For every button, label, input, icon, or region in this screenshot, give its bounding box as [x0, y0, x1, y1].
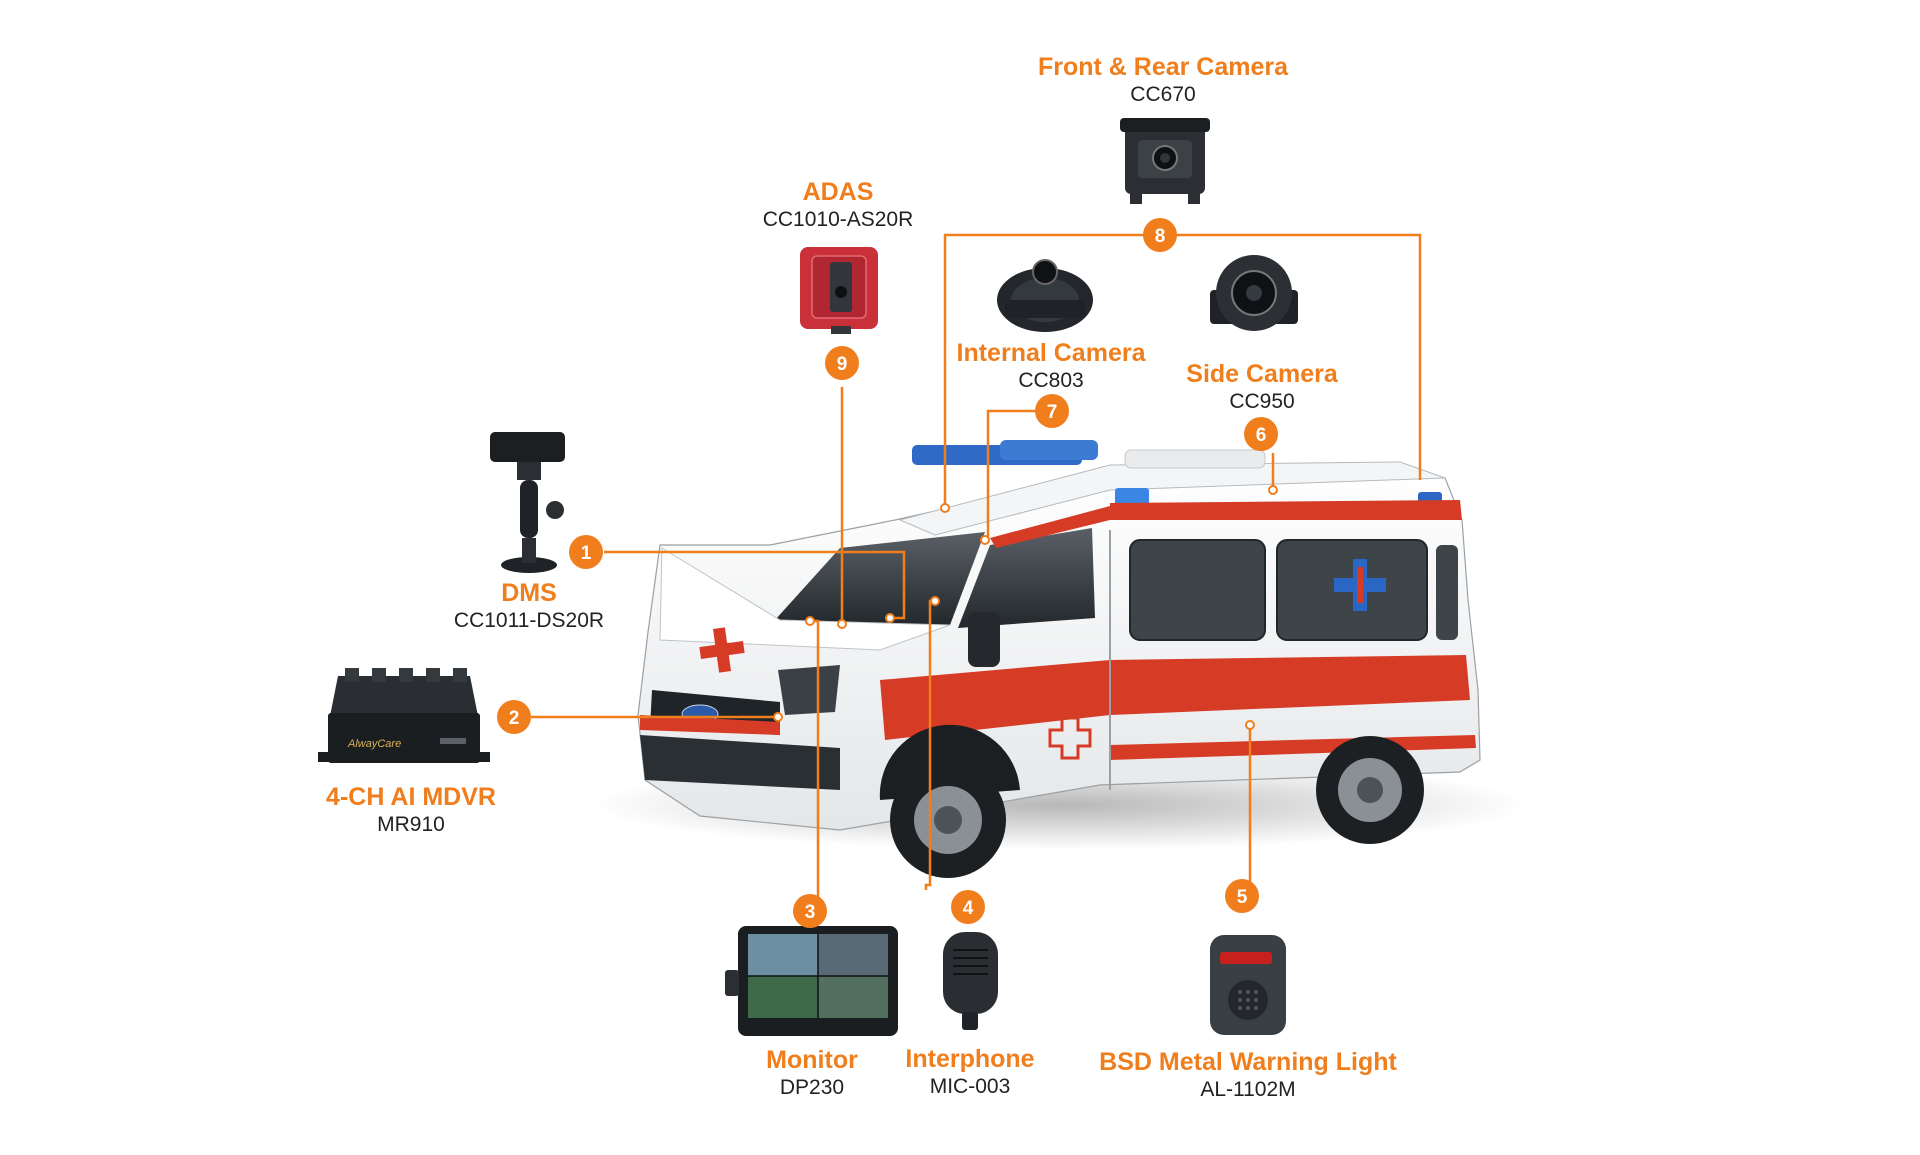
product-model: DP230	[779, 1076, 845, 1099]
product-model: CC950	[1229, 390, 1295, 413]
badge-2: 2	[497, 700, 531, 734]
ambulance-icon	[590, 440, 1530, 878]
product-model: MIC-003	[929, 1075, 1011, 1098]
badge-9: 9	[825, 346, 859, 380]
svg-text:6: 6	[1256, 425, 1267, 446]
label-warning-light: BSD Metal Warning Light AL-1102M	[1099, 1047, 1397, 1103]
product-name: BSD Metal Warning Light	[1099, 1048, 1397, 1076]
svg-text:2: 2	[509, 708, 520, 729]
label-side-camera: Side Camera CC950	[1186, 359, 1337, 415]
label-interphone: Interphone MIC-003	[905, 1044, 1034, 1100]
svg-text:8: 8	[1155, 226, 1166, 247]
mdvr-brand-text: AlwayCare	[347, 738, 401, 750]
mdvr-icon: AlwayCare	[318, 668, 490, 763]
product-model: CC1011-DS20R	[453, 609, 605, 632]
warning-light-icon	[1210, 935, 1286, 1035]
badge-8: 8	[1143, 218, 1177, 252]
product-name: Interphone	[905, 1045, 1035, 1073]
product-model: CC670	[1130, 83, 1196, 106]
badge-1: 1	[569, 535, 603, 569]
adas-camera-icon	[800, 247, 878, 334]
product-name: DMS	[501, 579, 557, 607]
dms-camera-icon	[490, 432, 565, 573]
label-monitor: Monitor DP230	[766, 1045, 858, 1101]
monitor-icon	[725, 926, 898, 1036]
badge-7: 7	[1035, 394, 1069, 428]
svg-text:1: 1	[581, 543, 592, 564]
svg-text:5: 5	[1237, 887, 1248, 908]
product-name: Front & Rear Camera	[1037, 53, 1289, 81]
microphone-icon	[943, 932, 998, 1030]
badge-3: 3	[793, 894, 827, 928]
product-model: CC803	[1018, 369, 1084, 392]
product-model: CC1010-AS20R	[762, 208, 914, 231]
product-name: 4-CH AI MDVR	[326, 783, 496, 811]
label-mdvr: 4-CH AI MDVR MR910	[326, 782, 496, 838]
svg-text:4: 4	[963, 898, 974, 919]
product-name: Side Camera	[1186, 360, 1338, 388]
product-name: Internal Camera	[956, 339, 1146, 367]
badge-4: 4	[951, 890, 985, 924]
bullet-camera-icon	[1120, 118, 1210, 204]
label-dms: DMS CC1011-DS20R	[454, 578, 604, 634]
svg-text:7: 7	[1047, 402, 1058, 423]
label-front-rear-camera: Front & Rear Camera CC670	[1038, 52, 1288, 108]
side-camera-icon	[1210, 255, 1298, 331]
number-badges: 1 2 3 4 5 6 7 8	[497, 218, 1278, 928]
product-name: ADAS	[802, 178, 874, 206]
product-name: Monitor	[766, 1046, 858, 1074]
dome-camera-icon	[997, 259, 1093, 332]
product-model: AL-1102M	[1200, 1078, 1296, 1101]
connector-endpoints	[773, 485, 1278, 730]
badge-5: 5	[1225, 879, 1259, 913]
label-adas: ADAS CC1010-AS20R	[763, 177, 914, 233]
badge-6: 6	[1244, 417, 1278, 451]
svg-text:3: 3	[805, 902, 816, 923]
label-internal-camera: Internal Camera CC803	[957, 338, 1146, 394]
product-model: MR910	[377, 813, 445, 836]
svg-text:9: 9	[837, 354, 848, 375]
